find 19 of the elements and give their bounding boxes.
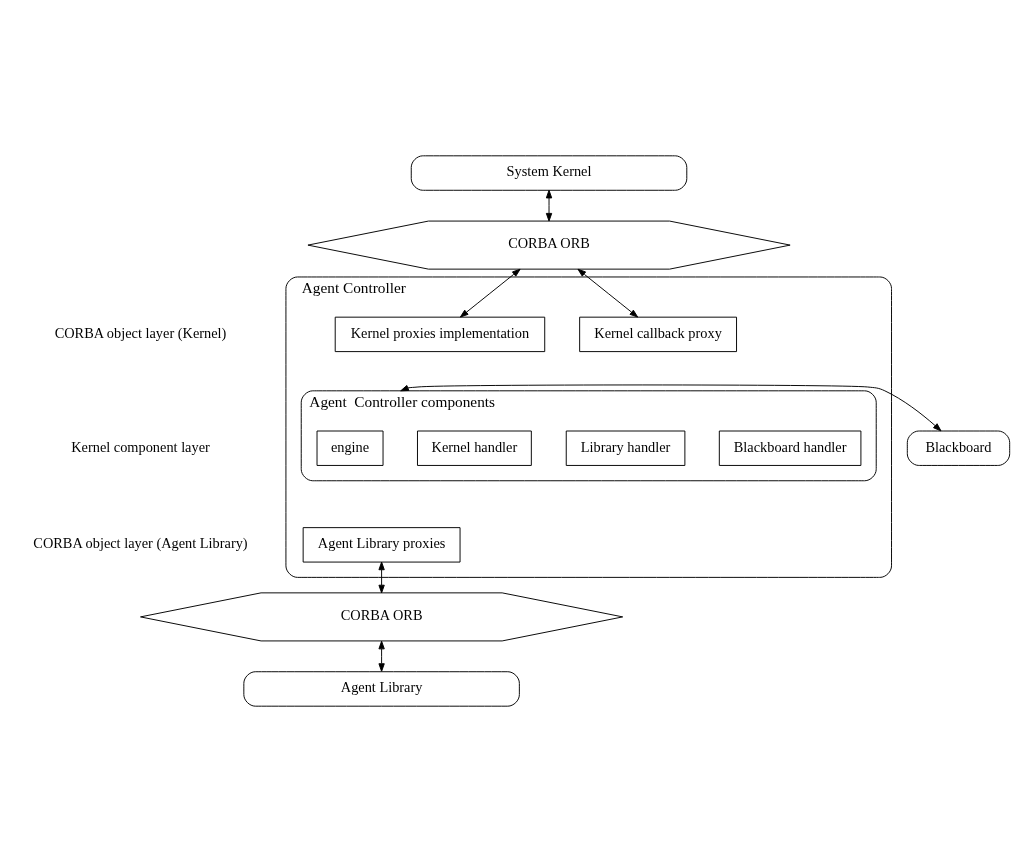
node-box: Kernel callback proxy — [579, 316, 737, 353]
label: Kernel component layer — [71, 438, 210, 455]
node-box: engine — [316, 430, 384, 466]
arrow — [378, 561, 385, 594]
arrow — [459, 268, 521, 318]
label: CORBA object layer (Kernel) — [54, 324, 227, 341]
arrow — [378, 640, 385, 672]
node-box: Blackboard — [906, 430, 1011, 466]
node-box: Kernel handler — [417, 430, 532, 466]
node-box: Kernel proxies implementation — [334, 316, 546, 353]
node-box: Blackboard handler — [718, 430, 862, 466]
arrow — [577, 268, 639, 318]
node-box: Agent Library — [243, 671, 520, 707]
arrow — [400, 384, 942, 432]
label: CORBA object layer (Agent Library) — [33, 535, 248, 552]
arrow — [545, 189, 553, 222]
node-box: Library handler — [565, 430, 686, 466]
node-box: Agent Library proxies — [302, 527, 461, 563]
node-box: System Kernel — [410, 155, 688, 191]
